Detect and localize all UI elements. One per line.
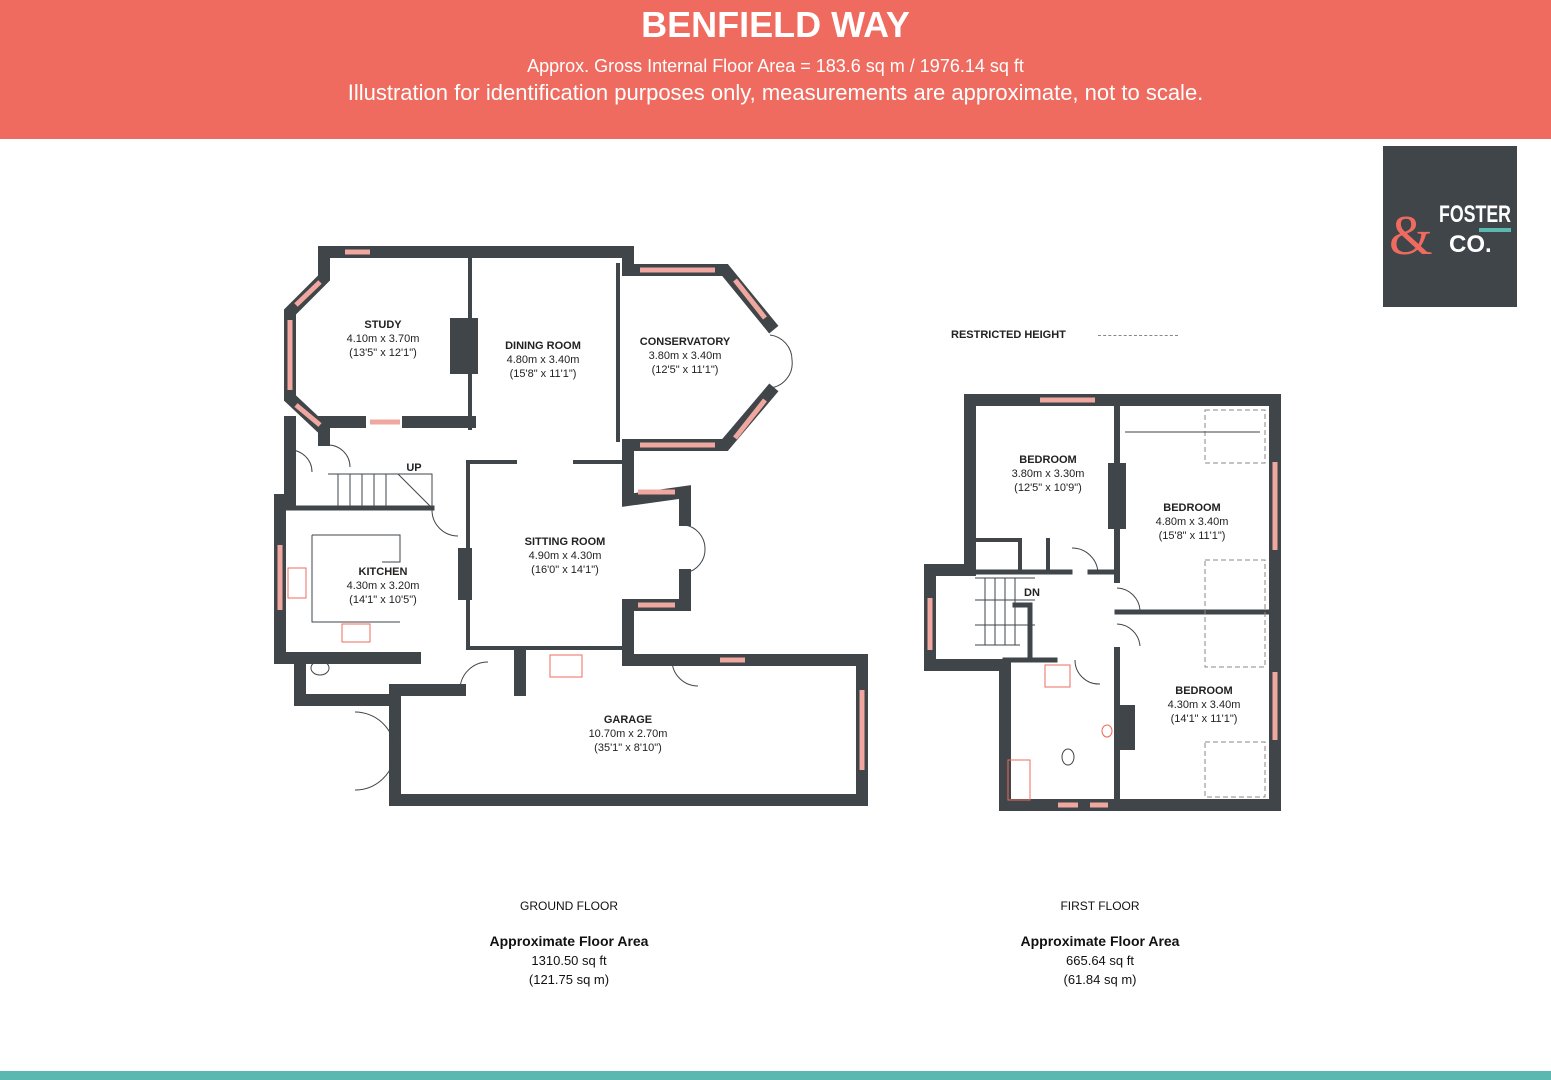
gross-area: Approx. Gross Internal Floor Area = 183.… — [527, 56, 1024, 76]
stairs-up-label: UP — [406, 462, 422, 474]
ground-floor-summary: GROUND FLOOR Approximate Floor Area 1310… — [490, 897, 649, 989]
sitting-chimney-breast — [458, 548, 472, 600]
header-banner: BENFIELD WAY Approx. Gross Internal Floo… — [0, 0, 1551, 139]
first-chimney-breast — [1108, 463, 1126, 529]
first-floor-area-sqm: (61.84 sq m) — [1063, 972, 1137, 987]
first-floor-fixtures — [975, 431, 1260, 801]
footer-accent-bar — [0, 1071, 1551, 1080]
ground-floor-doors — [287, 334, 793, 791]
disclaimer: Illustration for identification purposes… — [347, 80, 1204, 105]
ground-floor-windows — [277, 249, 865, 770]
ground-floor-area-label: Approximate Floor Area — [489, 933, 649, 949]
svg-text:FOSTER: FOSTER — [1439, 201, 1511, 228]
logo-mark: & FOSTER CO. — [1389, 201, 1511, 267]
ground-floor-name: GROUND FLOOR — [519, 899, 618, 913]
first-floor-area-sqft: 665.64 sq ft — [1066, 953, 1134, 968]
restricted-height-dash — [1098, 335, 1178, 336]
stairs-down-label: DN — [1024, 587, 1040, 599]
first-chimney-breast-2 — [1117, 705, 1135, 750]
first-floor-walls — [924, 394, 1281, 811]
first-floor-summary: FIRST FLOOR Approximate Floor Area 665.6… — [1021, 897, 1180, 989]
property-title: BENFIELD WAY — [641, 4, 910, 45]
foster-co-logo: & FOSTER CO. — [1383, 146, 1517, 307]
svg-text:&: & — [1389, 205, 1433, 267]
ground-floor-area-sqm: (121.75 sq m) — [528, 972, 610, 987]
first-floor-name: FIRST FLOOR — [1060, 899, 1140, 913]
restricted-height-legend: RESTRICTED HEIGHT — [951, 329, 1066, 341]
ground-floor-area-sqft: 1310.50 sq ft — [531, 953, 607, 968]
first-floor-area-label: Approximate Floor Area — [1020, 933, 1180, 949]
restricted-height-areas — [1204, 409, 1266, 798]
first-floor-windows — [927, 397, 1278, 808]
study-chimney-breast — [450, 318, 478, 374]
svg-text:CO.: CO. — [1449, 231, 1492, 258]
